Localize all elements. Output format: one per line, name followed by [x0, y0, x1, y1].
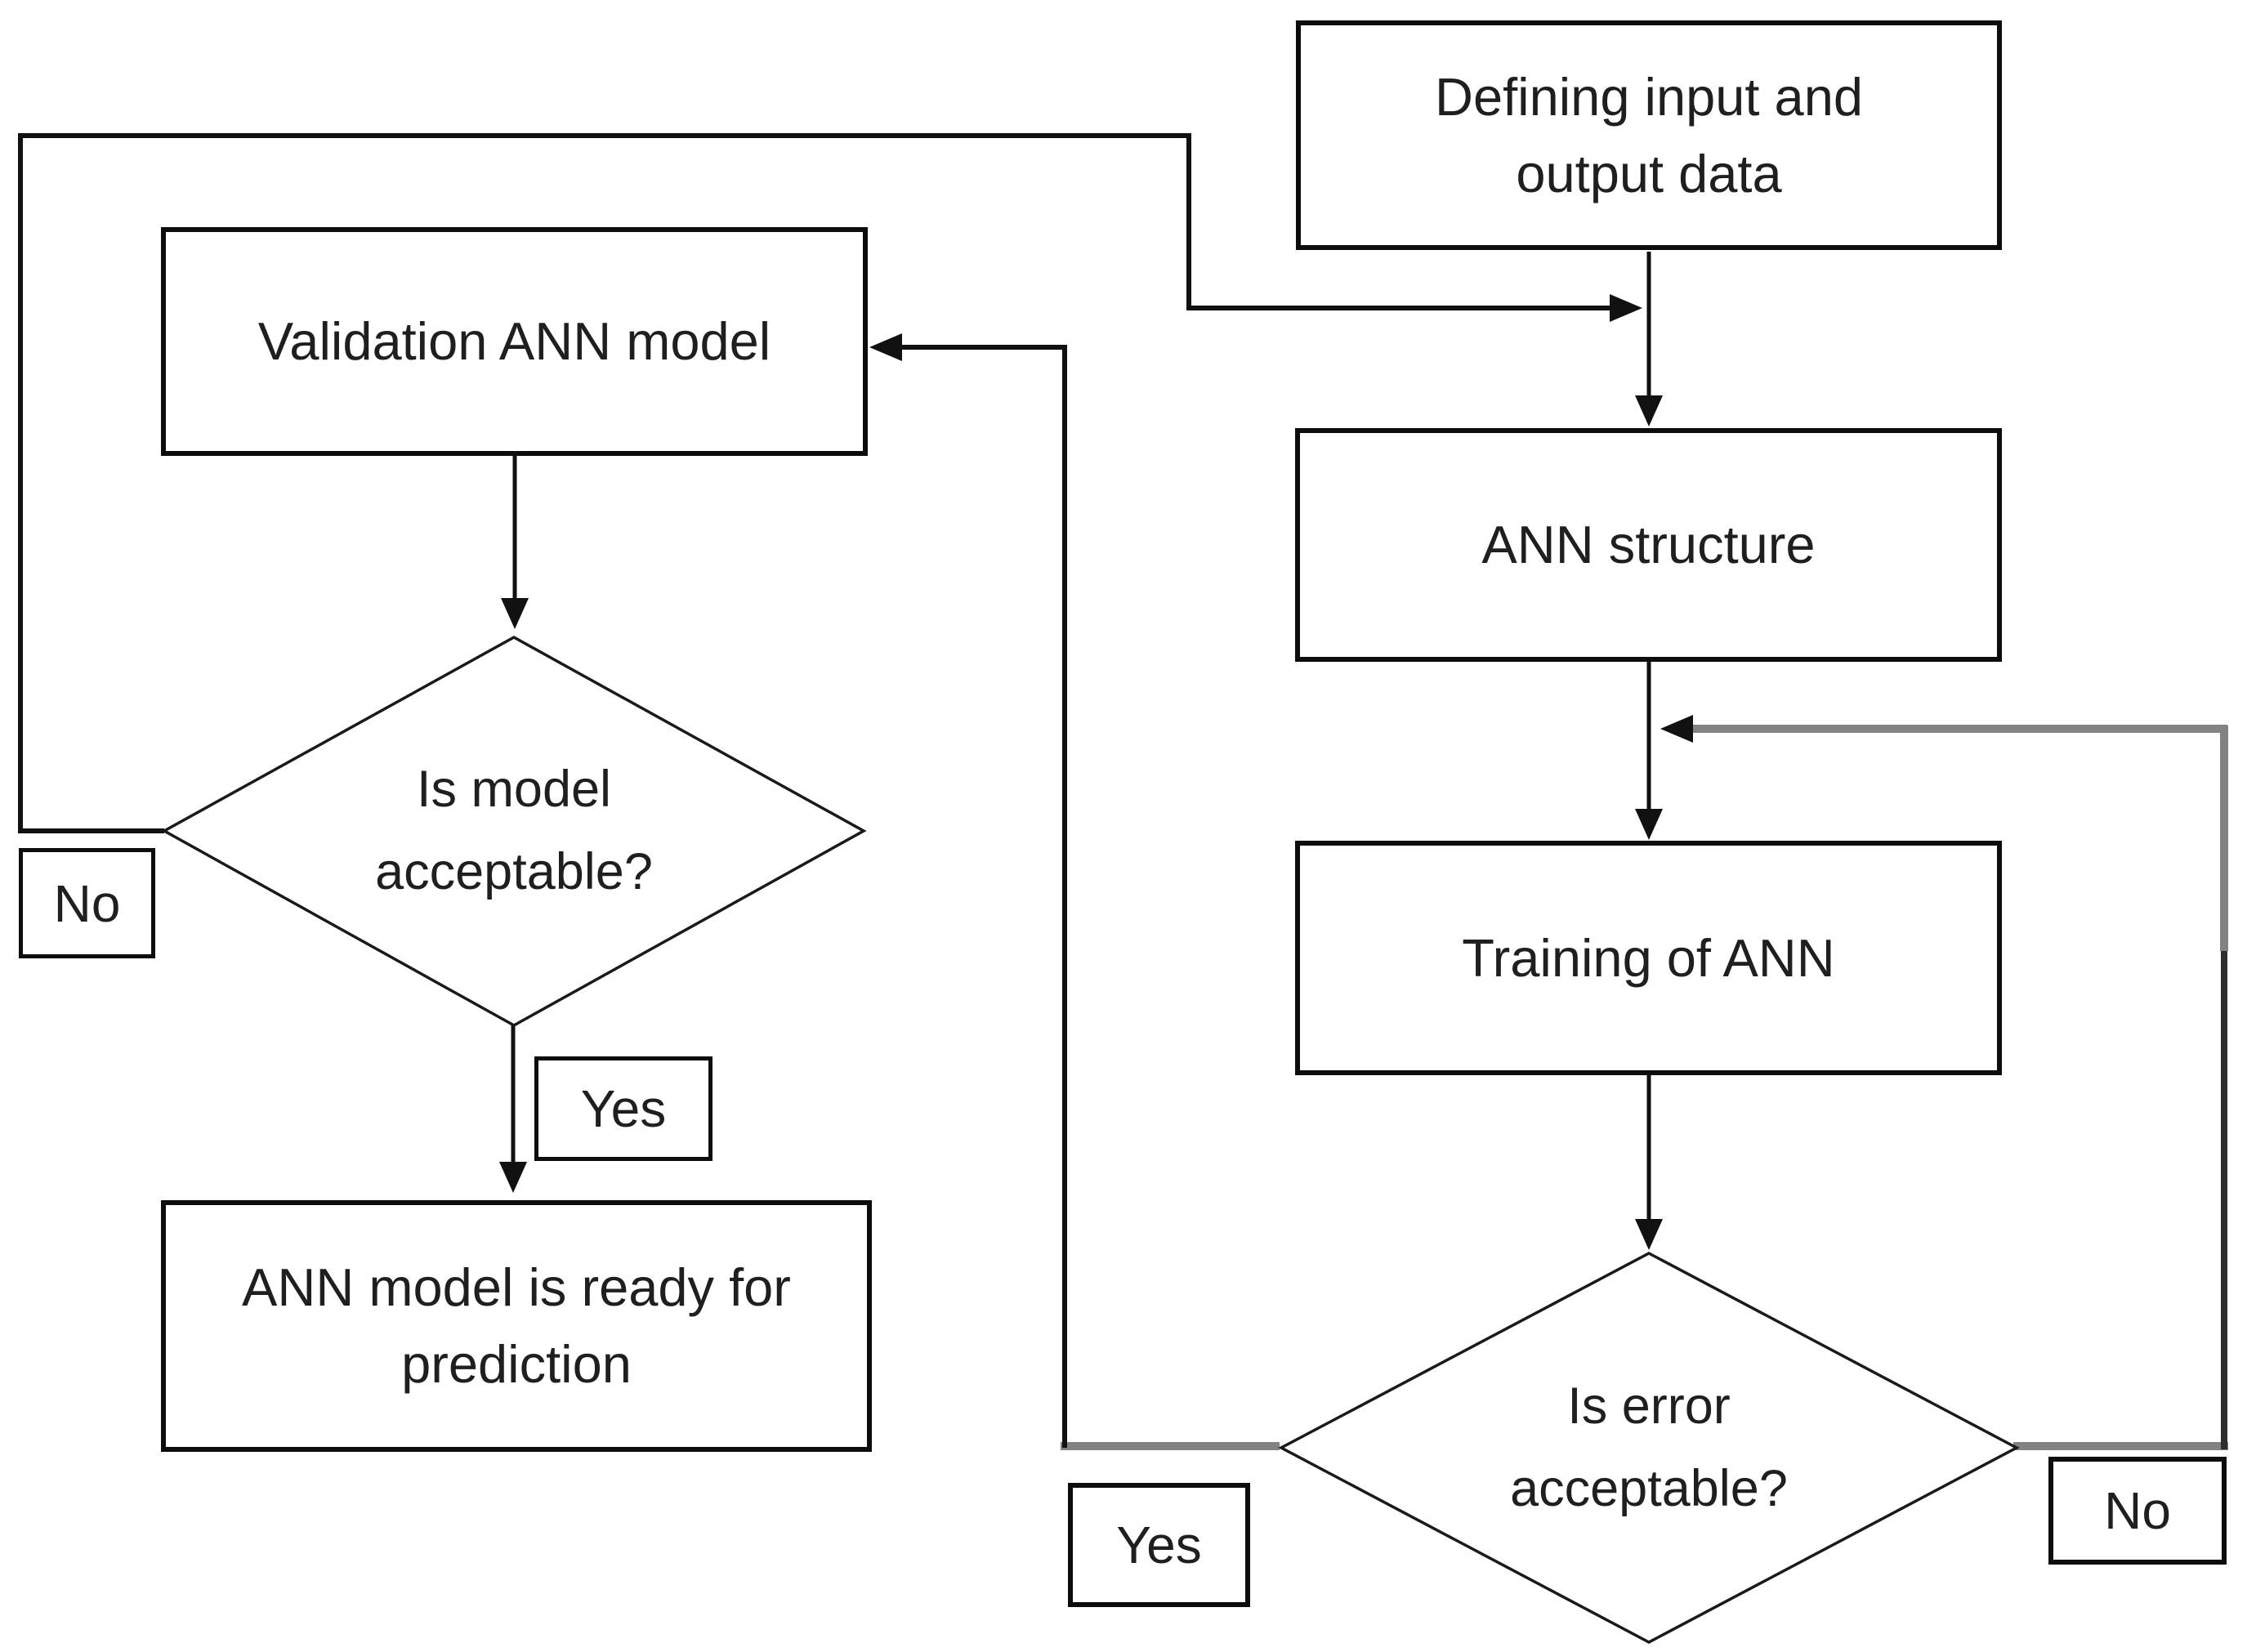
process-box-validation-label: Validation ANN model	[257, 311, 771, 371]
arrowhead-down-ann-structure	[1635, 395, 1663, 426]
arrowhead-right-into-junction	[1610, 294, 1642, 322]
branch-tag-error-yes-label: Yes	[1116, 1516, 1202, 1574]
branch-tag-model-yes-label: Yes	[580, 1079, 667, 1138]
process-box-defining-io: Defining input and output data	[1296, 20, 2002, 250]
arrowhead-down-training	[1635, 809, 1663, 840]
process-box-training: Training of ANN	[1295, 841, 2002, 1075]
process-box-defining-io-label-line1: Defining input and	[1435, 66, 1863, 127]
process-box-defining-io-label-line2: output data	[1516, 143, 1782, 203]
arrowhead-down-error-diamond	[1635, 1219, 1663, 1250]
decision-diamond-error-acceptable	[1278, 1252, 2020, 1644]
process-box-ready-for-prediction: ANN model is ready for prediction	[161, 1200, 872, 1452]
branch-tag-model-no-label: No	[53, 873, 121, 933]
decision-diamond-model-acceptable	[161, 635, 867, 1028]
branch-tag-error-no: No	[2048, 1457, 2227, 1565]
process-box-validation: Validation ANN model	[161, 227, 868, 456]
branch-tag-model-yes: Yes	[534, 1056, 713, 1161]
process-box-ready-label-line2: prediction	[401, 1334, 632, 1394]
error-yes-riser-line	[902, 345, 1067, 1448]
branch-tag-error-no-label: No	[2104, 1481, 2171, 1540]
arrowhead-left-validation	[869, 333, 902, 361]
process-box-ann-structure-label: ANN structure	[1481, 515, 1816, 574]
arrowhead-down-ready	[499, 1162, 527, 1193]
model-no-loop-line	[18, 133, 1611, 833]
arrowhead-down-model-diamond	[501, 598, 529, 629]
branch-tag-model-no: No	[19, 848, 155, 958]
branch-tag-error-yes: Yes	[1068, 1483, 1250, 1607]
process-box-training-label: Training of ANN	[1462, 927, 1835, 988]
process-box-ready-label-line1: ANN model is ready for	[242, 1257, 791, 1317]
process-box-ann-structure: ANN structure	[1295, 428, 2002, 662]
arrowhead-left-training-path	[1660, 715, 1693, 743]
